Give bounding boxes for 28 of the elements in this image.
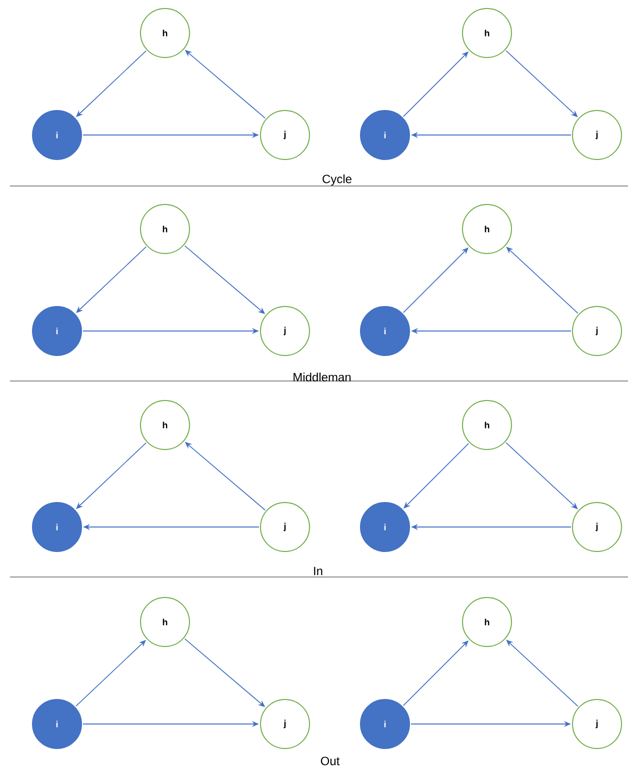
panel-caption: In [314, 566, 322, 576]
circle-node: j [260, 699, 310, 749]
circle-node: j [572, 306, 622, 356]
circle-node: h [462, 597, 512, 647]
panel-caption: Cycle [322, 174, 352, 186]
circle-node: h [140, 8, 190, 58]
circle-node: h [462, 8, 512, 58]
filled-circle-node: i [32, 306, 82, 356]
filled-circle-node: i [32, 110, 82, 160]
panel-caption: Middleman [294, 372, 351, 382]
panel-caption: Out [320, 756, 340, 766]
circle-node: j [260, 502, 310, 552]
circle-node: j [260, 110, 310, 160]
filled-circle-node: i [360, 110, 410, 160]
filled-circle-node: i [360, 699, 410, 749]
circle-node: j [572, 110, 622, 160]
circle-node: h [462, 400, 512, 450]
circle-node: h [462, 204, 512, 254]
filled-circle-node: i [32, 502, 82, 552]
circle-node: j [572, 502, 622, 552]
filled-circle-node: i [360, 502, 410, 552]
filled-circle-node: i [360, 306, 410, 356]
circle-node: h [140, 204, 190, 254]
circle-node: h [140, 597, 190, 647]
filled-circle-node: i [32, 699, 82, 749]
circle-node: j [260, 306, 310, 356]
circle-node: h [140, 400, 190, 450]
circle-node: j [572, 699, 622, 749]
